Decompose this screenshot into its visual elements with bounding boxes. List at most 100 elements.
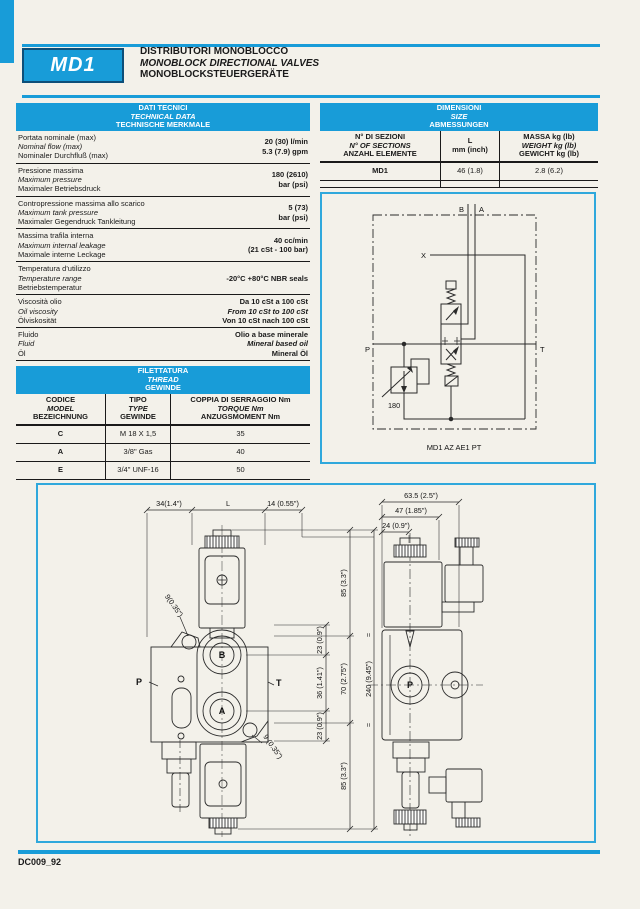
thread-table-header: FILETTATURA THREAD GEWINDE bbox=[16, 366, 310, 394]
col-label: L bbox=[467, 136, 473, 146]
table-row: Viscosità olio Oil viscosity Ölviskositä… bbox=[16, 295, 310, 329]
dim-hole-bottom: 9 (0.35") bbox=[261, 733, 284, 761]
equals-mark: = bbox=[364, 723, 373, 727]
thread-header-en: THREAD bbox=[147, 374, 179, 384]
size-table-header: DIMENSIONI SIZE ABMESSUNGEN bbox=[320, 103, 598, 131]
top-rule bbox=[22, 44, 600, 47]
row-label: Oil viscosity bbox=[18, 306, 58, 316]
schematic-port-t: T bbox=[540, 345, 545, 354]
hydraulic-schematic: B A X P T 180 MD1 AZ AE1 PT bbox=[365, 204, 545, 452]
cell-length: 46 (1.8) bbox=[441, 163, 500, 181]
col-label: TIPO bbox=[129, 394, 147, 404]
model-badge: MD1 bbox=[22, 48, 124, 83]
col-label: COPPIA DI SERRAGGIO Nm bbox=[190, 394, 291, 404]
row-label: Maximaler Gegendruck Tankleitung bbox=[18, 217, 136, 227]
dim-23-top: 23 (0.9") bbox=[315, 626, 324, 654]
schematic-port-b: B bbox=[459, 205, 464, 214]
size-column-headers: N° DI SEZIONI N° OF SECTIONS ANZAHL ELEM… bbox=[320, 130, 598, 164]
table-row: Contropressione massima allo scarico Max… bbox=[16, 197, 310, 230]
row-value: 20 (30) l/min bbox=[264, 137, 308, 147]
table-row: Pressione massima Maximum pressure Maxim… bbox=[16, 164, 310, 197]
row-label: Portata nominale (max) bbox=[18, 132, 96, 142]
row-value: Von 10 cSt nach 100 cSt bbox=[222, 315, 308, 325]
schematic-port-x: X bbox=[421, 251, 426, 260]
col-label: N° OF SECTIONS bbox=[349, 140, 411, 150]
front-port-t: T bbox=[276, 678, 282, 688]
cell-torque: 50 bbox=[236, 465, 245, 475]
row-label: Temperature range bbox=[18, 273, 82, 283]
cell-torque: 40 bbox=[236, 447, 245, 457]
thread-column-headers: CODICE MODEL BEZEICHNUNG TIPO TYPE GEWIN… bbox=[16, 393, 310, 427]
row-label: Öl bbox=[18, 348, 26, 358]
column-header: L mm (inch) bbox=[441, 130, 500, 162]
document-code: DC009_92 bbox=[18, 857, 62, 867]
row-label: Maximaler Betriebsdruck bbox=[18, 184, 101, 194]
table-row: Portata nominale (max) Nominal flow (max… bbox=[16, 131, 310, 164]
column-header: N° DI SEZIONI N° OF SECTIONS ANZAHL ELEM… bbox=[320, 130, 441, 162]
front-port-a: A bbox=[219, 706, 226, 716]
col-label: TORQUE Nm bbox=[217, 403, 264, 413]
col-label: GEWINDE bbox=[120, 412, 156, 422]
row-label: Massima trafila interna bbox=[18, 231, 94, 241]
dim-23-bottom: 23 (0.9") bbox=[315, 712, 324, 740]
dim-24: 24 (0.9") bbox=[382, 521, 410, 530]
front-port-p: P bbox=[136, 677, 142, 687]
row-label: Pressione massima bbox=[18, 165, 84, 175]
relief-setting-label: 180 bbox=[388, 401, 400, 410]
row-label: Betriebstemperatur bbox=[18, 282, 82, 292]
dim-85-bottom: 85 (3.3") bbox=[339, 762, 348, 790]
col-label: TYPE bbox=[128, 403, 148, 413]
tech-header-en: TECHNICAL DATA bbox=[130, 111, 196, 121]
row-label: Contropressione massima allo scarico bbox=[18, 198, 145, 208]
size-table: DIMENSIONI SIZE ABMESSUNGEN N° DI SEZION… bbox=[320, 103, 598, 189]
technical-data-header: DATI TECNICI TECHNICAL DATA TECHNISCHE M… bbox=[16, 103, 310, 131]
title-italian: DISTRIBUTORI MONOBLOCCO bbox=[140, 46, 289, 57]
cell-code: A bbox=[16, 444, 106, 462]
row-value: 40 cc/min bbox=[273, 236, 308, 246]
size-header-en: SIZE bbox=[450, 111, 468, 121]
column-header: MASSA kg (lb) WEIGHT kg (lb) GEWICHT kg … bbox=[500, 131, 598, 161]
row-value: 5.3 (7.9) gpm bbox=[262, 146, 308, 156]
row-label: Maximum pressure bbox=[18, 174, 82, 184]
row-value: Mineral Öl bbox=[271, 348, 308, 358]
row-value: bar (psi) bbox=[278, 212, 308, 222]
table-row: A 3/8" Gas 40 bbox=[16, 444, 310, 463]
schematic-port-p: P bbox=[365, 345, 370, 354]
row-value: (21 cSt - 100 bar) bbox=[247, 245, 308, 255]
row-label: Fluid bbox=[18, 339, 35, 349]
col-label: ANZUGSMOMENT Nm bbox=[200, 412, 281, 422]
size-header-de: ABMESSUNGEN bbox=[429, 120, 489, 130]
cell-model: MD1 bbox=[320, 163, 441, 181]
row-value: Mineral based oil bbox=[247, 339, 308, 349]
table-row: E 3/4" UNF-16 50 bbox=[16, 462, 310, 481]
row-label: Fluido bbox=[18, 330, 39, 340]
thread-header-de: GEWINDE bbox=[145, 383, 181, 393]
cell-thread-type: 3/8" Gas bbox=[106, 444, 171, 462]
col-label: N° DI SEZIONI bbox=[354, 131, 406, 141]
row-value: 5 (73) bbox=[288, 203, 308, 213]
hydraulic-schematic-panel: B A X P T 180 MD1 AZ AE1 PT bbox=[320, 192, 596, 464]
dim-63-5: 63.5 (2.5") bbox=[404, 491, 438, 500]
front-port-b: B bbox=[219, 650, 226, 660]
cell-code: E bbox=[16, 462, 106, 480]
table-row: MD1 46 (1.8) 2.8 (6.2) bbox=[320, 163, 598, 182]
model-badge-label: MD1 bbox=[50, 54, 96, 76]
row-label: Nominal flow (max) bbox=[18, 142, 83, 152]
row-value: Da 10 cSt a 100 cSt bbox=[239, 297, 308, 307]
title-english: MONOBLOCK DIRECTIONAL VALVES bbox=[140, 57, 320, 69]
dim-47: 47 (1.85") bbox=[395, 506, 427, 515]
spacer-cell bbox=[320, 181, 441, 188]
dimensional-drawing: P T B A 34(1.4") L 14 (0.55") 9(0.35") 9… bbox=[136, 491, 484, 837]
dimensional-drawing-panel: P T B A 34(1.4") L 14 (0.55") 9(0.35") 9… bbox=[36, 483, 596, 843]
cell-torque: 35 bbox=[236, 429, 245, 439]
cell-code: C bbox=[16, 426, 106, 444]
row-label: Maximale interne Leckage bbox=[18, 250, 106, 260]
cell-weight: 2.8 (6.2) bbox=[535, 166, 563, 176]
table-row-spacer bbox=[320, 181, 598, 189]
tech-header-it: DATI TECNICI bbox=[138, 103, 188, 112]
column-header: TIPO TYPE GEWINDE bbox=[106, 393, 171, 425]
dim-240: 240 (9.45") bbox=[364, 661, 373, 697]
schematic-port-a: A bbox=[479, 205, 484, 214]
table-row: C M 18 X 1,5 35 bbox=[16, 426, 310, 445]
row-label: Ölviskosität bbox=[18, 315, 57, 325]
